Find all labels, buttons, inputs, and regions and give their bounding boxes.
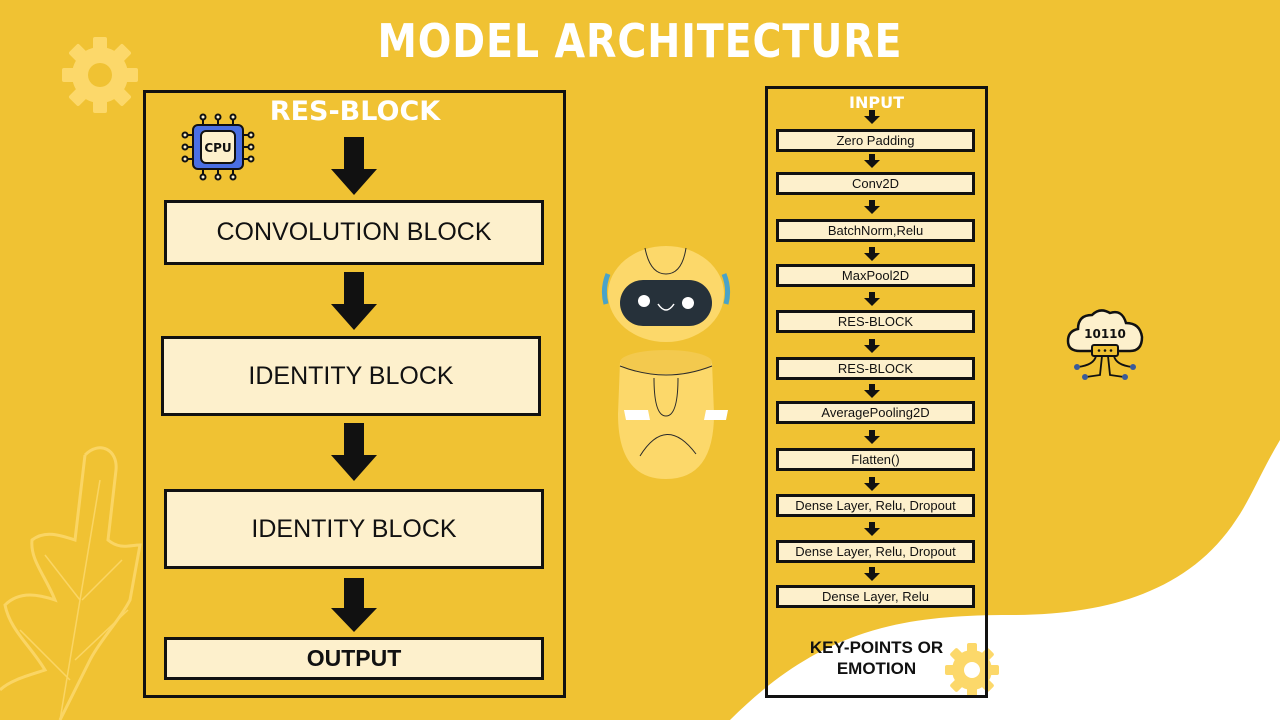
pipeline-layer: Conv2D [776,172,975,195]
output-block: OUTPUT [164,637,544,680]
res-block-frame [143,90,566,698]
arrow-down-icon [864,200,880,214]
pipeline-layer: Flatten() [776,448,975,471]
svg-text:CPU: CPU [204,141,231,155]
layer-label: AveragePooling2D [821,405,930,420]
pipeline-frame [765,86,988,698]
layer-label: Dense Layer, Relu, Dropout [795,544,956,559]
arrow-down-icon [864,110,880,124]
arrow-down-icon [331,137,377,195]
layer-label: Dense Layer, Relu [822,589,929,604]
svg-text:10110: 10110 [1084,327,1126,341]
arrow-down-icon [331,423,377,481]
layer-label: Zero Padding [836,133,915,148]
arrow-down-icon [864,477,880,491]
pipeline-layer: BatchNorm,Relu [776,219,975,242]
output-line-2: EMOTION [836,659,917,678]
arrow-down-icon [864,292,880,306]
block-label: OUTPUT [306,645,402,671]
block-label: CONVOLUTION BLOCK [216,218,492,246]
arrow-down-icon [331,578,377,632]
convolution-block: CONVOLUTION BLOCK [164,200,544,265]
output-line-1: KEY-POINTS OR [809,638,944,657]
arrow-down-icon [864,247,880,261]
pipeline-layer: Dense Layer, Relu [776,585,975,608]
arrow-down-icon [864,567,880,581]
layer-label: Dense Layer, Relu, Dropout [795,498,956,513]
pipeline-layer: AveragePooling2D [776,401,975,424]
arrow-down-icon [864,384,880,398]
block-label: IDENTITY BLOCK [248,361,454,390]
cpu-icon: CPU [181,113,255,181]
arrow-down-icon [331,272,377,330]
gear-icon-bottom-right [945,643,999,697]
pipeline-output-label: KEY-POINTS OR EMOTION [766,637,987,679]
arrow-down-icon [864,522,880,536]
layer-label: RES-BLOCK [837,314,914,329]
identity-block-1: IDENTITY BLOCK [161,336,541,416]
arrow-down-icon [864,339,880,353]
pipeline-layer: RES-BLOCK [776,357,975,380]
pipeline-layer: Dense Layer, Relu, Dropout [776,494,975,517]
pipeline-layer: Zero Padding [776,129,975,152]
layer-label: RES-BLOCK [837,361,914,376]
input-label: INPUT [849,93,904,112]
white-wave-shape [730,440,1280,720]
res-block-title: RES-BLOCK [269,96,441,127]
arrow-down-icon [864,430,880,444]
pipeline-layer: Dense Layer, Relu, Dropout [776,540,975,563]
arrow-down-icon [864,154,880,168]
leaf-decoration [0,446,142,720]
gear-icon-top-left [62,37,138,113]
layer-label: MaxPool2D [841,268,910,283]
identity-block-2: IDENTITY BLOCK [164,489,544,569]
robot-illustration [601,246,731,479]
pipeline-layer: RES-BLOCK [776,310,975,333]
pipeline-layer: MaxPool2D [776,264,975,287]
layer-label: BatchNorm,Relu [827,223,924,238]
page-title: MODEL ARCHITECTURE [377,14,903,68]
layer-label: Flatten() [851,452,900,467]
block-label: IDENTITY BLOCK [251,514,457,543]
cloud-binary-icon: 10110 [1066,309,1144,380]
layer-label: Conv2D [852,176,899,191]
